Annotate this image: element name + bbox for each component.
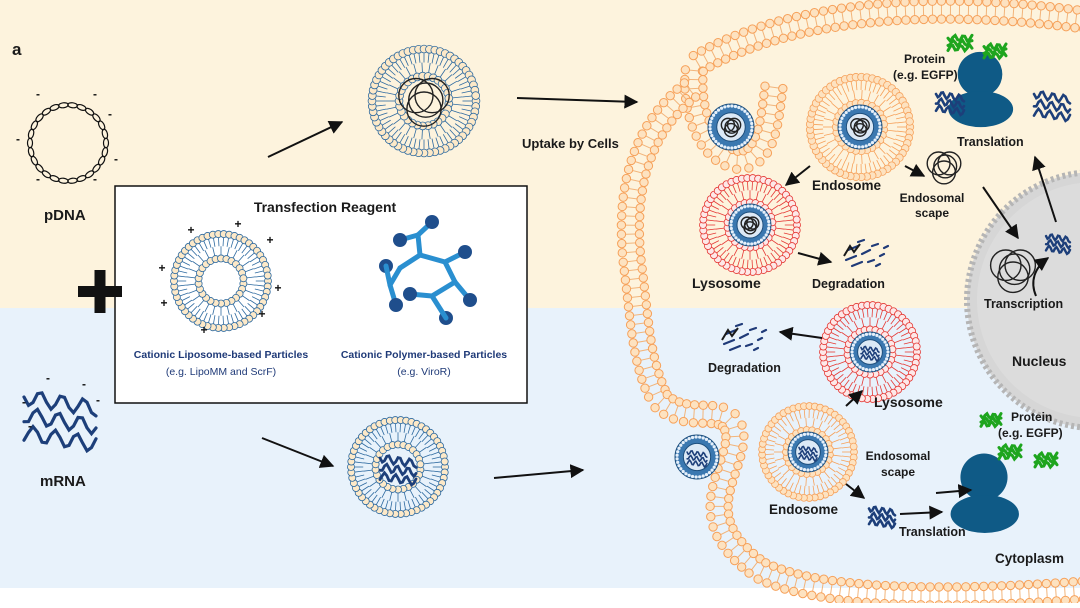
minus-charge-mrna-0: - — [46, 371, 50, 385]
minus-charge-0: - — [36, 87, 40, 101]
minus-charge-mrna-3: - — [96, 393, 100, 407]
plus-charge-2: + — [158, 261, 165, 275]
liposome-title: Cationic Liposome-based Particles — [134, 349, 309, 361]
polymer-node — [403, 287, 417, 301]
transcription-label: Transcription — [984, 297, 1063, 311]
polymer-node — [463, 293, 477, 307]
protein-top-label-1: Protein — [904, 52, 945, 66]
internalized-lipoplex-top — [708, 104, 754, 150]
nucleus-label: Nucleus — [1012, 353, 1067, 369]
endosomal-top-label-1: Endosomal — [900, 191, 965, 205]
panel-label: a — [12, 40, 22, 59]
minus-charge-3: - — [16, 132, 20, 146]
uptake-label: Uptake by Cells — [522, 136, 619, 151]
mrna-label: mRNA — [40, 473, 86, 490]
protein-top-label-2: (e.g. EGFP) — [893, 68, 958, 82]
polymer-node — [393, 233, 407, 247]
plus-charge-0: + — [187, 223, 194, 237]
lysosome-bottom-label: Lysosome — [874, 394, 943, 410]
endosomal-top-label-2: scape — [915, 206, 949, 220]
polymer-title: Cationic Polymer-based Particles — [341, 349, 507, 361]
plus-charge-3: + — [274, 281, 281, 295]
liposome-example: (e.g. LipoMM and ScrF) — [166, 366, 276, 378]
minus-charge-1: - — [93, 87, 97, 101]
endosome-top-lipoplex — [838, 105, 882, 149]
reagent-box-title: Transfection Reagent — [254, 199, 397, 215]
internalized-lipoplex-bottom — [675, 435, 719, 479]
degradation-top-label: Degradation — [812, 277, 885, 291]
degradation-bottom-label: Degradation — [708, 361, 781, 375]
minus-charge-6: - — [93, 172, 97, 186]
plus-charge-6: + — [160, 296, 167, 310]
endosome-bottom-label: Endosome — [769, 502, 839, 517]
lysosome-bottom-lipoplex — [850, 332, 890, 372]
plus-charge-5: + — [200, 323, 207, 337]
plus-charge-4: + — [258, 307, 265, 321]
endosomal-bottom-label-2: scape — [881, 465, 915, 479]
polymer-example: (e.g. ViroR) — [397, 366, 451, 378]
plus-charge-1: + — [234, 217, 241, 231]
translation-bottom-label: Translation — [899, 525, 966, 539]
protein-bottom-label-2: (e.g. EGFP) — [998, 426, 1063, 440]
cytoplasm-label: Cytoplasm — [995, 551, 1064, 566]
polymer-node — [458, 245, 472, 259]
minus-charge-mrna-2: - — [22, 395, 26, 409]
translation-top-label: Translation — [957, 135, 1024, 149]
protein-bottom-label-1: Protein — [1011, 410, 1052, 424]
minus-charge-2: - — [108, 107, 112, 121]
minus-charge-4: - — [114, 152, 118, 166]
endosome-bottom-lipoplex — [788, 432, 828, 472]
plus-charge-7: + — [266, 233, 273, 247]
endosome-top-label: Endosome — [812, 178, 882, 193]
lysosome-top-lipoplex — [729, 204, 771, 246]
minus-charge-mrna-1: - — [82, 377, 86, 391]
endosomal-bottom-label-1: Endosomal — [866, 449, 931, 463]
minus-charge-5: - — [36, 172, 40, 186]
lysosome-top-label: Lysosome — [692, 275, 761, 291]
minus-charge-mrna-4: - — [28, 419, 32, 433]
pdna-label: pDNA — [44, 207, 86, 224]
polymer-node — [389, 298, 403, 312]
polymer-node — [425, 215, 439, 229]
